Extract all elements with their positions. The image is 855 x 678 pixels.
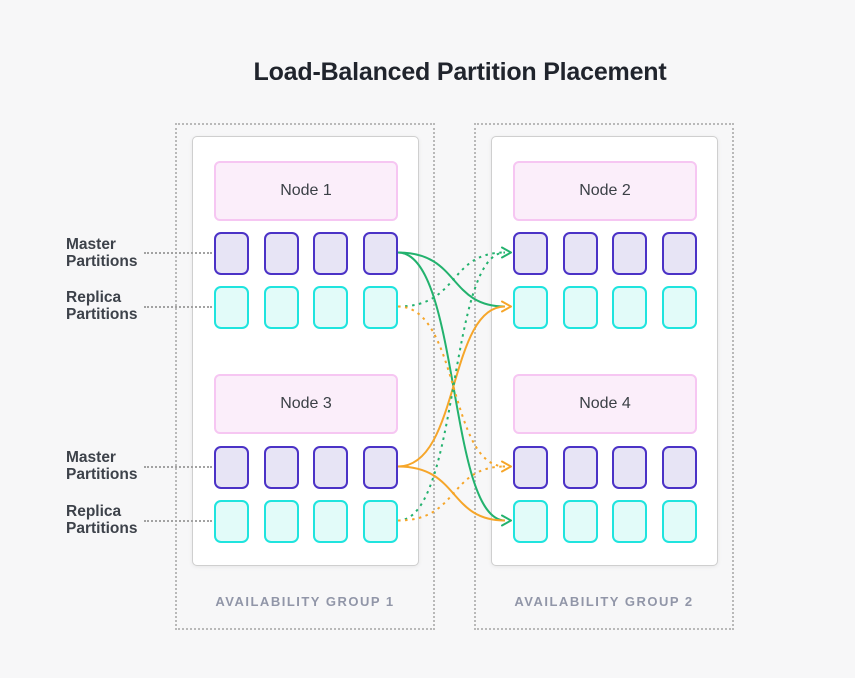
- master-partition-box: [513, 446, 548, 489]
- node-1-banner: Node 1: [214, 161, 398, 221]
- node-1-replica-row: [214, 286, 398, 329]
- leader-line: [144, 306, 212, 308]
- master-partition-box: [362, 232, 398, 275]
- replica-partition-box: [362, 500, 398, 543]
- node-3-master-row: [214, 446, 398, 489]
- master-partition-box: [362, 446, 398, 489]
- master-partition-box: [513, 232, 548, 275]
- replica-partition-box: [214, 286, 249, 329]
- replica-partition-box: [513, 286, 548, 329]
- master-partition-box: [661, 232, 697, 275]
- node-4-banner: Node 4: [513, 374, 697, 434]
- master-partition-box: [263, 446, 299, 489]
- master-partition-box: [612, 446, 648, 489]
- node-3-replica-row: [214, 500, 398, 543]
- availability-group-1-label: AVAILABILITY GROUP 1: [215, 594, 395, 609]
- node-2-replica-row: [513, 286, 697, 329]
- node-2-banner: Node 2: [513, 161, 697, 221]
- master-partition-box: [214, 232, 249, 275]
- node-2-master-row: [513, 232, 697, 275]
- leader-line: [144, 466, 212, 468]
- availability-group-2-label: AVAILABILITY GROUP 2: [514, 594, 694, 609]
- replica-partitions-label-bottom: Replica Partitions: [66, 503, 138, 537]
- replica-partition-box: [661, 286, 697, 329]
- replica-partition-box: [263, 286, 299, 329]
- master-partition-box: [313, 446, 349, 489]
- node-4-replica-row: [513, 500, 697, 543]
- master-partition-box: [313, 232, 349, 275]
- replica-partition-box: [612, 500, 648, 543]
- replica-partition-box: [612, 286, 648, 329]
- replica-partition-box: [263, 500, 299, 543]
- leader-line: [144, 252, 212, 254]
- master-partitions-label-top: Master Partitions: [66, 236, 138, 270]
- leader-line: [144, 520, 212, 522]
- replica-partition-box: [513, 500, 548, 543]
- master-partition-box: [263, 232, 299, 275]
- replica-partition-box: [214, 500, 249, 543]
- replica-partition-box: [661, 500, 697, 543]
- replica-partition-box: [313, 286, 349, 329]
- replica-partition-box: [562, 286, 598, 329]
- node-3-banner: Node 3: [214, 374, 398, 434]
- replica-partition-box: [313, 500, 349, 543]
- master-partition-box: [214, 446, 249, 489]
- replica-partition-box: [362, 286, 398, 329]
- master-partition-box: [612, 232, 648, 275]
- node-4-master-row: [513, 446, 697, 489]
- master-partition-box: [562, 446, 598, 489]
- node-card-group-1: Node 1 Node 3: [192, 136, 419, 566]
- master-partition-box: [661, 446, 697, 489]
- page-title: Load-Balanced Partition Placement: [253, 58, 667, 86]
- replica-partitions-label-top: Replica Partitions: [66, 289, 138, 323]
- node-1-master-row: [214, 232, 398, 275]
- replica-partition-box: [562, 500, 598, 543]
- node-card-group-2: Node 2 Node 4: [491, 136, 718, 566]
- master-partitions-label-bottom: Master Partitions: [66, 449, 138, 483]
- master-partition-box: [562, 232, 598, 275]
